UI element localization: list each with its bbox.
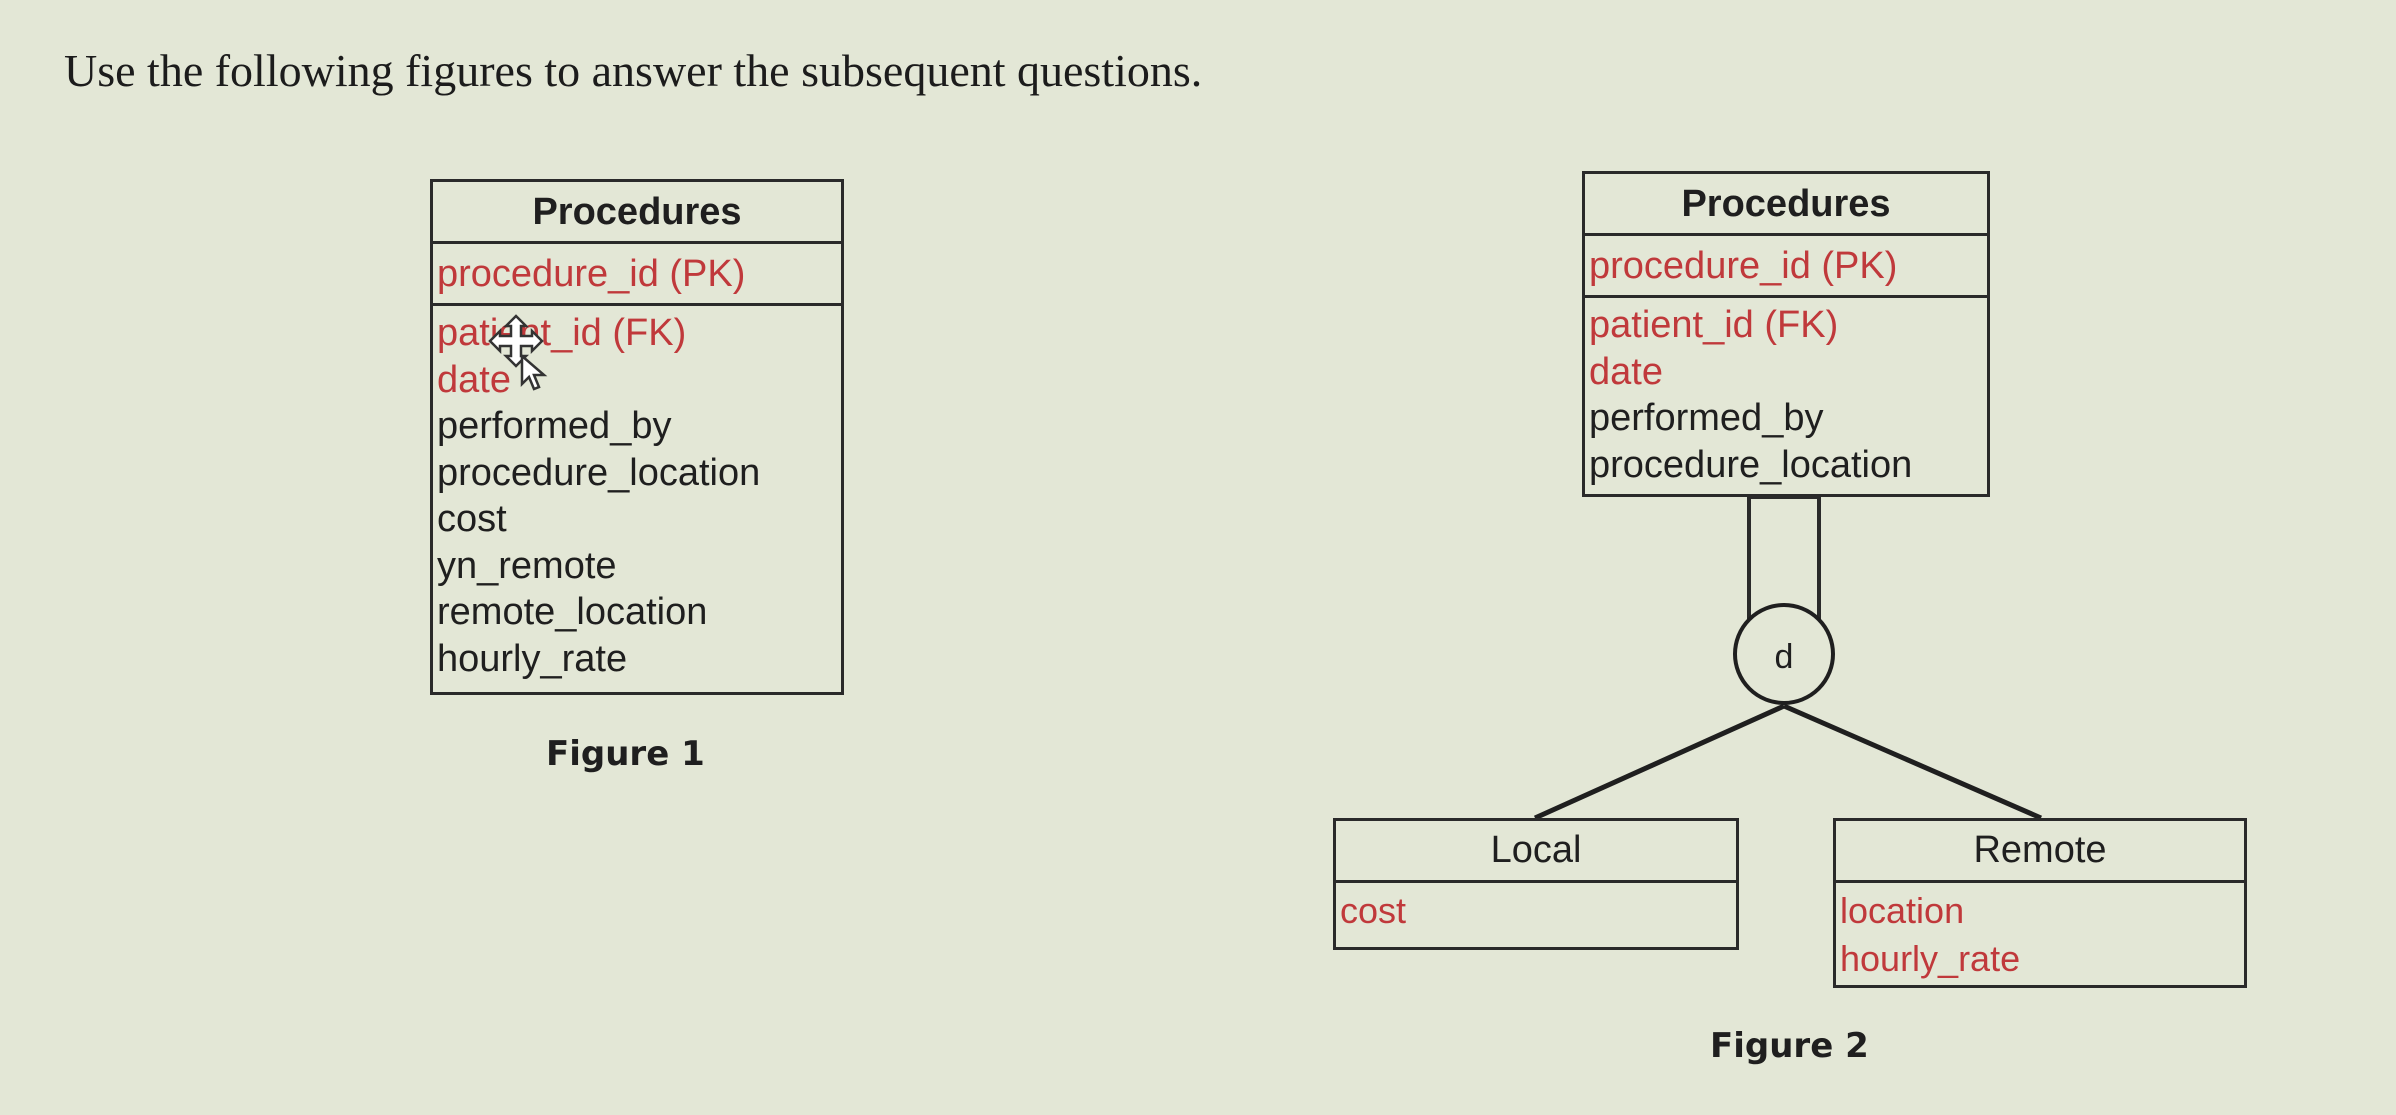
entity-title: Procedures — [1585, 174, 1987, 236]
attribute-remote-location: remote_location — [437, 591, 708, 633]
attribute-procedure-location: procedure_location — [437, 451, 761, 494]
instruction-text: Use the following figures to answer the … — [64, 45, 1203, 96]
attribute-yn-remote: yn_remote — [437, 544, 617, 587]
attribute-hourly-rate: hourly_rate — [1840, 938, 2021, 979]
primary-key-attribute: procedure_id (PK) — [433, 244, 841, 306]
primary-key-attribute: procedure_id (PK) — [1585, 236, 1987, 298]
total-specialization-double-line — [1747, 495, 1821, 623]
attribute-performed-by: performed_by — [437, 405, 672, 447]
connector-to-local — [1533, 703, 1786, 821]
attribute-patient-id: patient_id (FK) — [437, 312, 687, 354]
entity-title: Local — [1336, 821, 1736, 883]
attribute-performed-by: performed_by — [1589, 397, 1824, 439]
attribute-list: cost — [1336, 883, 1736, 935]
procedures-entity-figure2: Procedures procedure_id (PK) patient_id … — [1582, 171, 1990, 497]
figure1-caption: Figure 1 — [546, 734, 705, 774]
attribute-cost: cost — [1340, 890, 1407, 931]
attribute-date: date — [1589, 350, 1663, 393]
attribute-patient-id: patient_id (FK) — [1589, 304, 1839, 346]
attribute-list: location hourly_rate — [1836, 883, 2244, 983]
attribute-location: location — [1840, 890, 1965, 931]
remote-subtype-entity: Remote location hourly_rate — [1833, 818, 2247, 988]
attribute-list: patient_id (FK) date performed_by proced… — [1585, 298, 1987, 488]
connector-to-remote — [1783, 703, 2042, 821]
attribute-date: date — [437, 358, 511, 401]
move-cursor-icon — [488, 314, 548, 391]
attribute-list: patient_id (FK) date performed_by proced… — [433, 306, 841, 682]
entity-title: Procedures — [433, 182, 841, 244]
attribute-cost: cost — [437, 498, 507, 540]
procedures-entity-figure1: Procedures procedure_id (PK) patient_id … — [430, 179, 844, 695]
attribute-procedure-location: procedure_location — [1589, 443, 1913, 486]
entity-title: Remote — [1836, 821, 2244, 883]
disjoint-symbol: d — [1775, 638, 1794, 676]
attribute-hourly-rate: hourly_rate — [437, 637, 628, 680]
disjoint-circle — [1733, 603, 1835, 705]
figure2-caption: Figure 2 — [1710, 1026, 1869, 1066]
local-subtype-entity: Local cost — [1333, 818, 1739, 950]
